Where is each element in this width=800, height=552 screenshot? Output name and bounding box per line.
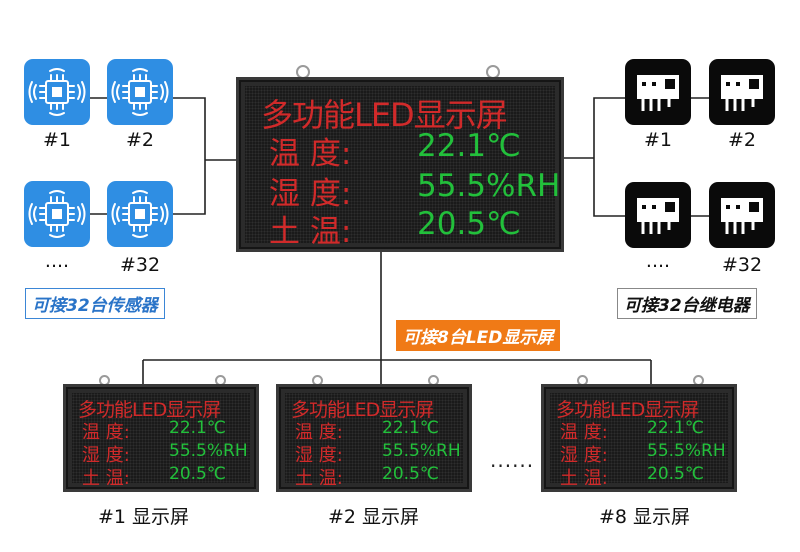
display-caption: #2 显示屏 xyxy=(328,506,420,528)
row-value: 55.5%RH xyxy=(382,441,461,461)
relay-module-icon xyxy=(721,198,763,234)
row-value: 20.5℃ xyxy=(382,464,439,484)
row-value: 22.1℃ xyxy=(417,128,521,164)
small-led-display-1: 多功能LED显示屏温 度: 22.1℃ 湿 度: 55.5%RH 土 温: 20.5℃ xyxy=(63,384,259,492)
sensor-capacity-tag: 可接32台传感器 xyxy=(25,288,165,319)
display-caption: #8 显示屏 xyxy=(599,506,691,528)
sensor-label: #2 xyxy=(125,129,154,151)
relay-label: #32 xyxy=(721,254,763,276)
row-label: 温 度: xyxy=(560,422,608,443)
relay-1 xyxy=(625,59,691,125)
relay-2 xyxy=(709,59,775,125)
row-label: 土 温: xyxy=(295,468,343,489)
sensor-label: .... xyxy=(44,250,70,272)
sensor-3 xyxy=(24,181,90,247)
sensor-label: #32 xyxy=(119,254,161,276)
row-value: 20.5℃ xyxy=(169,464,226,484)
display-capacity-tag: 可接8台LED显示屏 xyxy=(396,320,561,351)
display-caption: #1 显示屏 xyxy=(98,506,190,528)
sensor-32 xyxy=(107,181,173,247)
display-title: 多功能LED显示屏 xyxy=(556,399,699,421)
relay-label: #2 xyxy=(727,129,756,151)
row-label: 湿 度: xyxy=(295,445,343,466)
small-led-display-2: 多功能LED显示屏温 度: 22.1℃ 湿 度: 55.5%RH 土 温: 20.5℃ xyxy=(276,384,472,492)
row-label: 湿 度: xyxy=(269,176,352,212)
sensor-chip-icon xyxy=(111,190,169,238)
row-label: 温 度: xyxy=(295,422,343,443)
row-value: 55.5%RH xyxy=(169,441,248,461)
sensor-chip-icon xyxy=(28,68,86,116)
ellipsis: ...... xyxy=(490,448,535,472)
row-value: 55.5%RH xyxy=(647,441,726,461)
small-led-display-3: 多功能LED显示屏温 度: 22.1℃ 湿 度: 55.5%RH 土 温: 20.5℃ xyxy=(541,384,737,492)
row-label: 湿 度: xyxy=(560,445,608,466)
row-value: 55.5%RH xyxy=(417,168,561,204)
sensor-2 xyxy=(107,59,173,125)
relay-3 xyxy=(625,182,691,248)
row-label: 土 温: xyxy=(560,468,608,489)
display-title: 多功能LED显示屏 xyxy=(261,96,508,134)
row-value: 22.1℃ xyxy=(382,418,439,438)
row-value: 22.1℃ xyxy=(647,418,704,438)
relay-module-icon xyxy=(637,198,679,234)
relay-label: .... xyxy=(645,250,671,272)
row-label: 土 温: xyxy=(82,468,130,489)
relay-capacity-tag: 可接32台继电器 xyxy=(617,288,757,319)
sensor-label: #1 xyxy=(42,129,71,151)
row-label: 温 度: xyxy=(269,136,352,172)
row-value: 20.5℃ xyxy=(647,464,704,484)
relay-label: #1 xyxy=(643,129,672,151)
sensor-1 xyxy=(24,59,90,125)
main-led-display: 多功能LED显示屏 温 度: 22.1℃ 湿 度: 55.5%RH 土 温: 2… xyxy=(236,77,564,252)
row-label: 土 温: xyxy=(269,214,352,250)
relay-32 xyxy=(709,182,775,248)
sensor-chip-icon xyxy=(28,190,86,238)
row-label: 温 度: xyxy=(82,422,130,443)
row-label: 湿 度: xyxy=(82,445,130,466)
display-title: 多功能LED显示屏 xyxy=(291,399,434,421)
relay-module-icon xyxy=(637,75,679,111)
display-title: 多功能LED显示屏 xyxy=(78,399,221,421)
relay-module-icon xyxy=(721,75,763,111)
sensor-chip-icon xyxy=(111,68,169,116)
row-value: 22.1℃ xyxy=(169,418,226,438)
row-value: 20.5℃ xyxy=(417,206,521,242)
